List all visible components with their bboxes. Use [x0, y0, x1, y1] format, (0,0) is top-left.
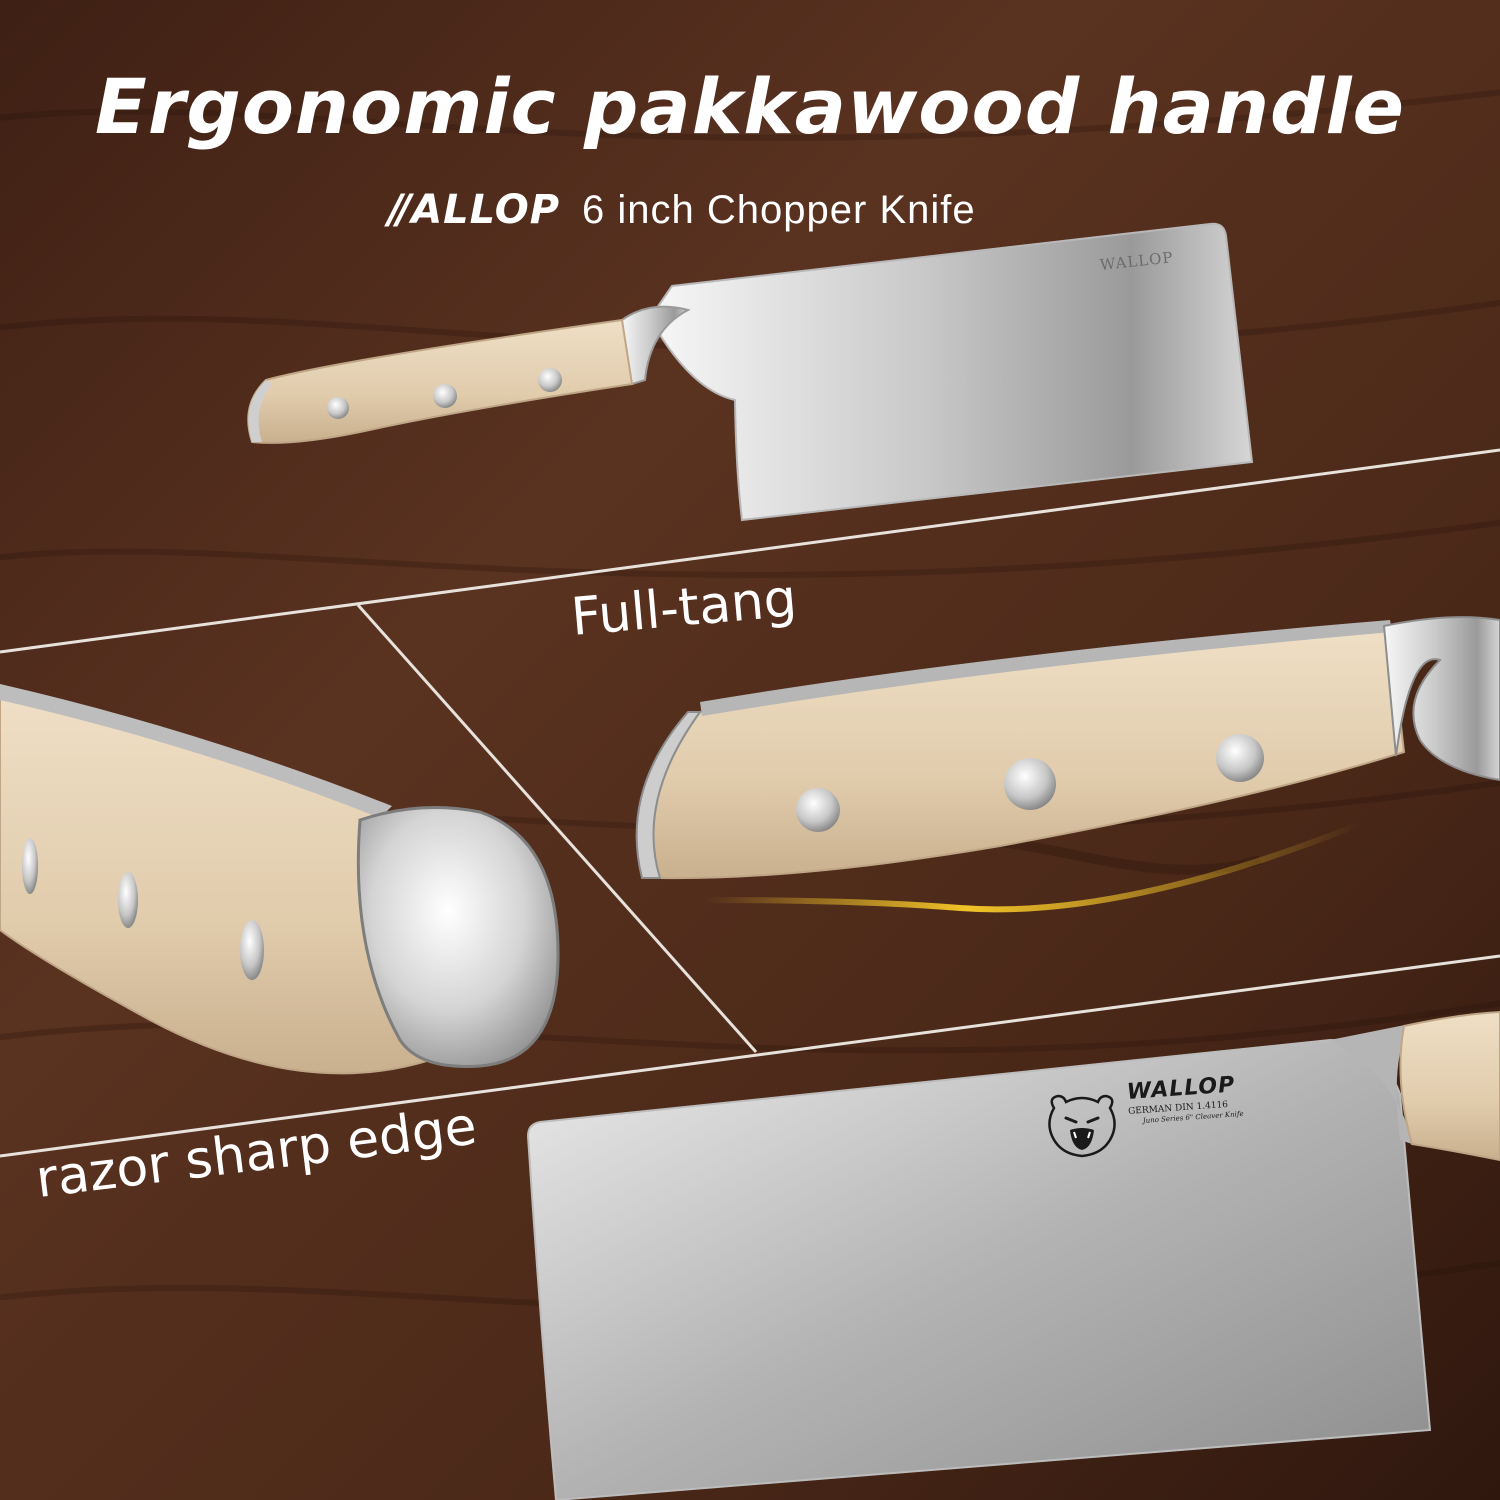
left-panel-rivet — [240, 920, 264, 980]
top-knife-rivet — [538, 368, 562, 392]
full-tang-spine — [700, 620, 1392, 716]
top-knife-blade — [648, 222, 1254, 522]
accent-curve — [702, 821, 1363, 913]
bottom-knife-blade — [526, 1038, 1432, 1500]
brand-logo-name: ALLOP — [411, 187, 561, 233]
product-name: 6 inch Chopper Knife — [582, 187, 976, 232]
bottom-knife-bolster — [1330, 1024, 1412, 1144]
full-tang-rivet — [1004, 758, 1056, 810]
top-knife-butt-cap — [248, 380, 272, 442]
full-tang-rivet — [796, 788, 840, 832]
full-tang-bolster — [1382, 616, 1500, 782]
left-panel-rivet — [22, 838, 38, 894]
top-knife-rivet — [327, 397, 349, 419]
full-tang-rivet — [1216, 734, 1264, 782]
full-tang-butt-cap — [635, 711, 702, 879]
top-knife-rivet — [433, 384, 457, 408]
bottom-blade-engraving: WALLOP GERMAN DIN 1.4116 Juno Series 6" … — [1126, 1072, 1244, 1126]
panel-dividers — [0, 448, 1500, 1158]
left-panel-rivet — [118, 872, 138, 928]
bear-head-icon — [1048, 1094, 1116, 1158]
left-panel-handle-spine — [0, 684, 392, 818]
headline: Ergonomic pakkawood handle — [94, 62, 1406, 151]
bottom-knife-handle — [1399, 1010, 1500, 1162]
left-panel-butt-cap — [356, 806, 560, 1068]
brand-logo-mark: // — [388, 187, 411, 233]
brand-logo: //ALLOP — [388, 187, 560, 233]
product-subtitle: //ALLOP 6 inch Chopper Knife — [388, 182, 976, 238]
